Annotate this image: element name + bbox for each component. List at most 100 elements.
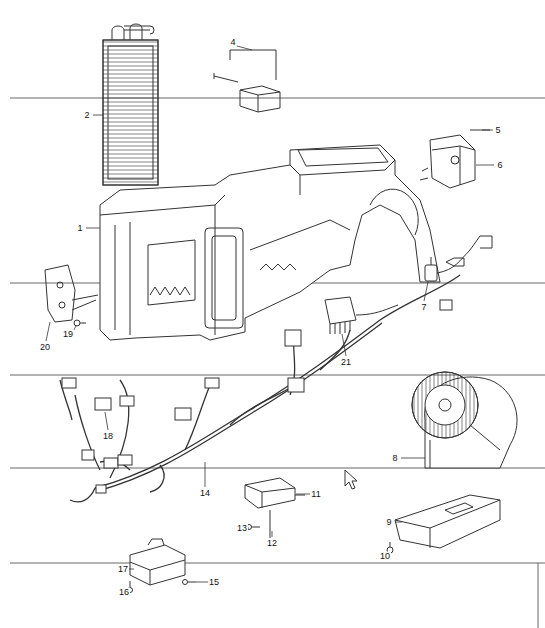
heater-core <box>103 40 158 185</box>
actuator <box>240 90 280 112</box>
callout-number: 5 <box>494 126 501 135</box>
temperature-sensor <box>437 236 492 273</box>
connector <box>288 378 304 392</box>
actuator <box>130 560 185 585</box>
connector <box>285 330 301 346</box>
section-line <box>10 375 545 376</box>
flap-actuator <box>420 168 428 180</box>
actuator <box>230 50 276 80</box>
wiring-harness <box>230 385 295 425</box>
actuator <box>270 495 305 538</box>
leader-line <box>342 334 346 356</box>
connector <box>118 455 132 465</box>
bracket <box>59 302 65 308</box>
leader-line <box>482 130 493 131</box>
connector <box>82 450 94 460</box>
heater-housing <box>100 195 225 335</box>
blower-resistor <box>325 297 356 324</box>
callout-number: 16 <box>118 588 130 597</box>
actuator <box>245 478 305 538</box>
screw <box>74 320 80 326</box>
wiring-harness <box>60 275 460 502</box>
section-line <box>538 563 539 628</box>
callout-number: 4 <box>229 38 236 47</box>
actuator <box>245 478 295 508</box>
callout-number: 12 <box>266 539 278 548</box>
leader-line <box>424 282 428 301</box>
callout-number: 15 <box>208 578 220 587</box>
temperature-sensor <box>425 265 437 281</box>
actuator <box>214 50 280 112</box>
blower-motor <box>425 385 465 425</box>
flap-actuator <box>430 135 475 188</box>
temperature-sensor <box>425 236 492 281</box>
leader-line <box>296 494 310 495</box>
screw <box>80 323 86 324</box>
callout-number: 20 <box>39 343 51 352</box>
bracket <box>57 282 63 288</box>
screw <box>130 581 131 587</box>
leader-line <box>86 228 100 229</box>
leader-line <box>105 412 108 430</box>
connector <box>62 378 76 388</box>
blower-motor <box>430 425 500 468</box>
flap-actuator <box>432 146 475 185</box>
screw <box>188 582 196 583</box>
connector <box>440 300 452 310</box>
heater-housing <box>298 148 388 166</box>
screw <box>252 527 260 528</box>
actuator <box>240 86 280 112</box>
callout-number: 13 <box>236 524 248 533</box>
resistor-housing <box>395 500 500 548</box>
callout-number: 6 <box>496 161 503 170</box>
resistor-housing <box>445 503 473 514</box>
section-line <box>10 98 545 99</box>
callout-number: 21 <box>340 358 352 367</box>
screw <box>183 580 188 585</box>
actuator <box>214 73 238 82</box>
heater-housing <box>148 240 195 305</box>
connector <box>95 398 111 410</box>
blower-motor <box>412 372 517 468</box>
section-line <box>10 563 545 564</box>
heater-housing <box>100 145 440 340</box>
heater-core <box>103 24 158 185</box>
callout-number: 18 <box>102 432 114 441</box>
flap-actuator <box>451 156 459 164</box>
callout-number: 1 <box>76 224 83 233</box>
heater-housing <box>150 287 190 295</box>
leader-line <box>272 531 273 537</box>
section-line <box>10 98 545 628</box>
blower-motor <box>412 372 478 438</box>
wiring-harness <box>95 275 460 488</box>
callout-number: 9 <box>385 518 392 527</box>
heater-housing <box>250 220 350 270</box>
screw <box>183 580 197 585</box>
leader-line <box>395 522 402 523</box>
connector <box>120 396 134 406</box>
connector <box>205 378 219 388</box>
callout-number: 8 <box>391 454 398 463</box>
actuator <box>130 539 185 585</box>
leader-line <box>237 46 252 50</box>
heater-core <box>124 26 154 34</box>
leader-line <box>46 46 494 592</box>
screw <box>74 320 86 326</box>
connector <box>104 458 118 468</box>
blower-resistor <box>356 305 398 315</box>
leader-line <box>46 322 50 341</box>
connector <box>96 485 106 493</box>
resistor-housing <box>395 495 500 548</box>
connector <box>175 408 191 420</box>
bracket <box>45 265 98 322</box>
callout-number: 19 <box>62 330 74 339</box>
heater-core <box>103 40 158 185</box>
wiring-harness <box>70 488 95 502</box>
heater-core <box>108 46 153 179</box>
blower-resistor <box>330 321 350 334</box>
bracket <box>72 295 98 310</box>
screw <box>247 525 261 530</box>
actuator <box>245 485 295 508</box>
